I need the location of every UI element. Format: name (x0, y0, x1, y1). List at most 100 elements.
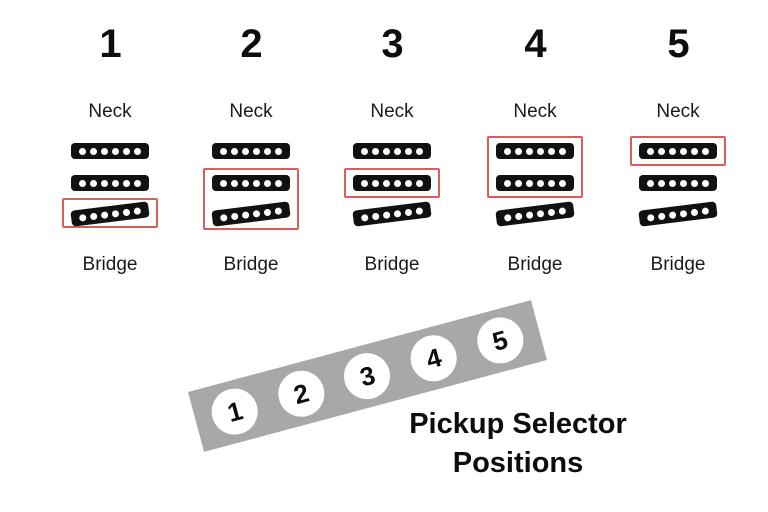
pole-piece (90, 179, 97, 187)
pole-piece (680, 179, 687, 187)
pickup-stack (317, 140, 467, 240)
pole-piece (416, 147, 423, 155)
pole-piece (252, 209, 261, 218)
pole-piece (134, 147, 141, 155)
pole-piece (537, 179, 544, 187)
column-number: 3 (381, 22, 403, 66)
pole-piece (230, 212, 239, 220)
pole-piece (371, 212, 380, 220)
pole-piece (253, 179, 260, 187)
column-number: 2 (240, 22, 262, 66)
active-pickup-highlight (344, 168, 440, 198)
diagram-caption: Pickup Selector Positions (308, 405, 728, 483)
pole-piece (361, 179, 368, 187)
middle-pickup (71, 175, 149, 191)
bridge-pickup (495, 201, 575, 227)
pickup-column-4: 4 Neck (460, 0, 610, 300)
selector-position-5[interactable]: 5 (471, 312, 529, 369)
pole-piece (220, 147, 227, 155)
pole-piece (111, 209, 120, 218)
neck-label: Neck (88, 101, 132, 122)
neck-label: Neck (229, 101, 273, 122)
pole-piece (405, 179, 412, 187)
pole-piece (415, 206, 424, 215)
selector-position-3[interactable]: 3 (339, 347, 396, 405)
pole-piece (122, 208, 131, 216)
pole-piece (647, 179, 654, 187)
pole-piece (101, 179, 108, 187)
pickup-column-3: 3 Neck (317, 0, 467, 300)
pickup-stack (460, 136, 610, 240)
pole-piece (503, 213, 512, 222)
pole-piece (241, 210, 250, 219)
pole-piece (383, 147, 390, 155)
pole-piece (372, 179, 379, 187)
pole-piece (537, 147, 544, 155)
pole-piece (646, 213, 655, 222)
pole-piece (416, 179, 423, 187)
middle-pickup (496, 175, 574, 191)
pole-piece (691, 147, 698, 155)
selector-position-1[interactable]: 1 (206, 383, 264, 440)
pole-piece (669, 179, 676, 187)
column-number: 5 (667, 22, 689, 66)
pole-piece (393, 209, 402, 218)
pole-piece (242, 179, 249, 187)
active-pickup-highlight (203, 168, 299, 230)
pole-piece (690, 208, 699, 216)
pole-piece (691, 179, 698, 187)
pole-piece (220, 179, 227, 187)
neck-label: Neck (656, 101, 700, 122)
pole-piece (548, 179, 555, 187)
pole-piece (679, 209, 688, 218)
pole-piece (514, 212, 523, 220)
middle-pickup (353, 175, 431, 191)
pole-piece (219, 213, 228, 222)
neck-label: Neck (370, 101, 414, 122)
bridge-label: Bridge (364, 254, 420, 275)
pole-piece (405, 147, 412, 155)
pole-piece (78, 213, 87, 222)
neck-pickup (212, 143, 290, 159)
neck-pickup (353, 143, 431, 159)
pole-piece (394, 179, 401, 187)
pole-piece (264, 147, 271, 155)
pole-piece (701, 206, 710, 215)
pickup-stack (603, 136, 753, 240)
selector-switch-area: 1 2 3 4 5 Pickup Selector Positions (0, 300, 768, 512)
pole-piece (548, 147, 555, 155)
bridge-label: Bridge (650, 254, 706, 275)
neck-pickup (496, 143, 574, 159)
selector-position-4[interactable]: 4 (405, 330, 462, 387)
pole-piece (274, 206, 283, 215)
pole-piece (658, 147, 665, 155)
pole-piece (372, 147, 379, 155)
pole-piece (526, 179, 533, 187)
pole-piece (253, 147, 260, 155)
pole-piece (383, 179, 390, 187)
pole-piece (275, 179, 282, 187)
pole-piece (668, 210, 677, 219)
caption-line-1: Pickup Selector (409, 408, 627, 440)
pole-piece (658, 179, 665, 187)
pole-piece (526, 147, 533, 155)
column-number: 4 (524, 22, 546, 66)
pickup-stack (35, 140, 185, 240)
bridge-pickup (352, 201, 432, 227)
pole-piece (134, 179, 141, 187)
pole-piece (404, 208, 413, 216)
neck-label: Neck (513, 101, 557, 122)
pole-piece (547, 208, 556, 216)
pole-piece (100, 210, 109, 219)
pole-piece (657, 212, 666, 220)
active-pickup-highlight (630, 136, 726, 166)
pole-piece (702, 147, 709, 155)
pole-piece (647, 147, 654, 155)
pickup-column-2: 2 Neck (176, 0, 326, 300)
pole-piece (133, 206, 142, 215)
pole-piece (231, 179, 238, 187)
middle-pickup (212, 175, 290, 191)
pole-piece (669, 147, 676, 155)
pole-piece (559, 147, 566, 155)
pole-piece (264, 179, 271, 187)
